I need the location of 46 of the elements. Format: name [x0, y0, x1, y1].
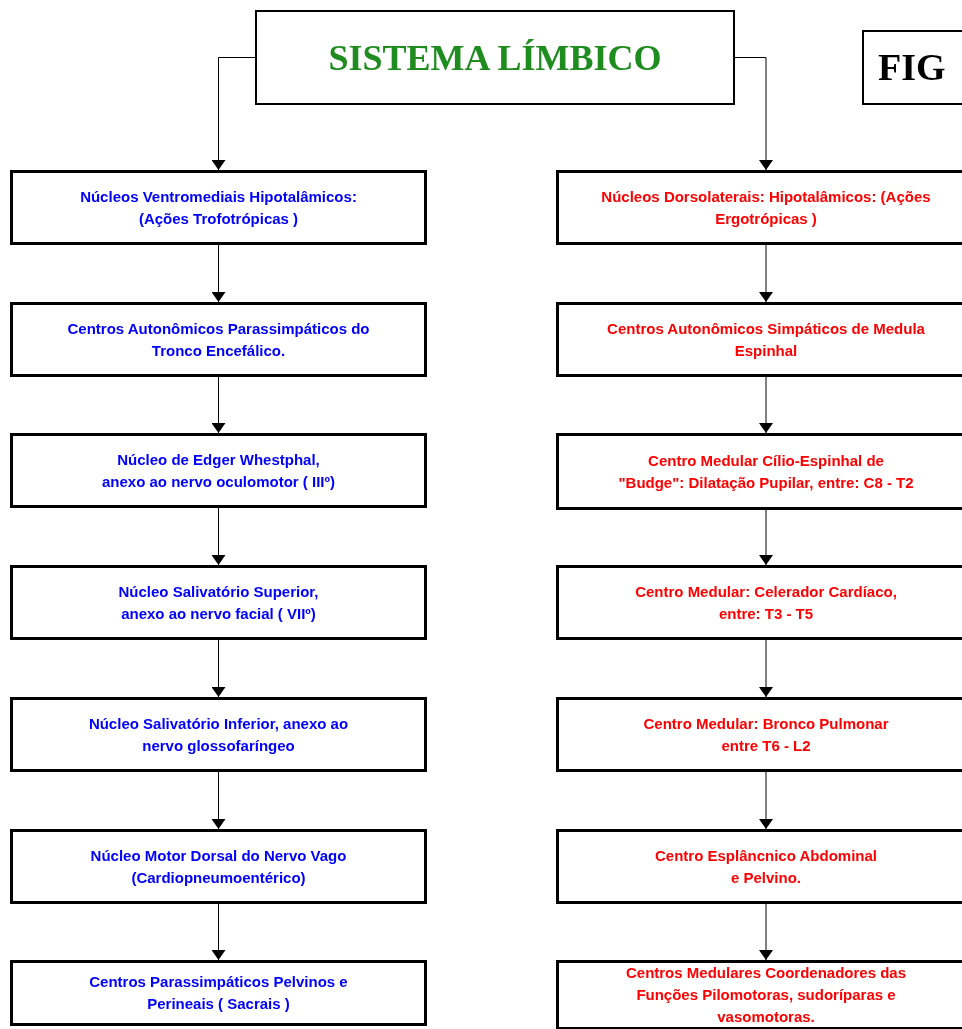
arrow	[759, 244, 773, 303]
arrow	[759, 903, 773, 961]
arrow	[211, 244, 226, 303]
box-label: Centros Parassimpáticos Pelvinos e Perineais ( Sacrais )	[88, 972, 349, 1014]
process-box	[556, 565, 962, 640]
process-box	[10, 960, 427, 1026]
process-box	[10, 433, 427, 508]
box-label: Núcleo Motor Dorsal do Nervo Vago (Cardiopneumoentérico)	[89, 845, 348, 888]
arrow	[211, 903, 226, 961]
process-box	[556, 302, 962, 377]
arrow	[759, 376, 773, 434]
box-label: Centro Esplâncnico Abdominal e Pelvino.	[654, 845, 878, 888]
arrow	[734, 57, 773, 171]
process-box	[556, 697, 962, 772]
box-label: Núcleo Salivatório Superior, anexo ao nervo facial ( VIIº)	[117, 581, 320, 624]
title-box	[255, 10, 735, 105]
title-text: SISTEMA LÍMBICO	[328, 36, 662, 80]
process-box	[556, 829, 962, 904]
arrow	[759, 639, 773, 698]
process-box	[10, 170, 427, 245]
arrow	[211, 771, 226, 830]
box-label: Centros Medulares Coordenadores das Funções Pilomotoras, sudoríparas e vasomotoras.	[624, 963, 908, 1027]
arrow	[759, 771, 773, 830]
box-label: Núcleo de Edger Whestphal, anexo ao nervo oculomotor ( IIIº)	[101, 449, 336, 492]
process-box	[10, 565, 427, 640]
box-label: Núcleo Salivatório Inferior, anexo ao nervo glossofaríngeo	[88, 713, 349, 756]
arrow	[759, 509, 773, 566]
process-box	[10, 302, 427, 377]
box-label: Centros Autonômicos Simpáticos de Medula Espinhal	[606, 318, 926, 361]
process-box	[10, 829, 427, 904]
box-label: Centros Autonômicos Parassimpáticos do Tronco Encefálico.	[66, 318, 371, 361]
box-label: Centro Medular: Bronco Pulmonar entre T6 - L2	[642, 713, 890, 756]
process-box	[556, 170, 962, 245]
box-label: Núcleos Dorsolaterais: Hipotalâmicos: (Ações Ergotrópicas )	[601, 186, 931, 229]
process-box	[556, 433, 962, 510]
arrow	[211, 639, 226, 698]
arrow	[211, 376, 226, 434]
box-label: Centro Medular: Celerador Cardíaco, entre: T3 - T5	[634, 581, 898, 624]
box-label: Núcleos Ventromediais Hipotalâmicos: (Ações Trofotrópicas )	[79, 186, 358, 229]
figure-label-box	[862, 30, 962, 105]
arrow	[211, 507, 226, 566]
box-label: Centro Medular Cílio-Espinhal de "Budge": Dilatação Pupilar, entre: C8 - T2	[617, 450, 915, 493]
process-box	[10, 697, 427, 772]
arrow	[211, 57, 256, 171]
figure-label: FIG	[878, 45, 946, 90]
process-box	[556, 960, 962, 1029]
